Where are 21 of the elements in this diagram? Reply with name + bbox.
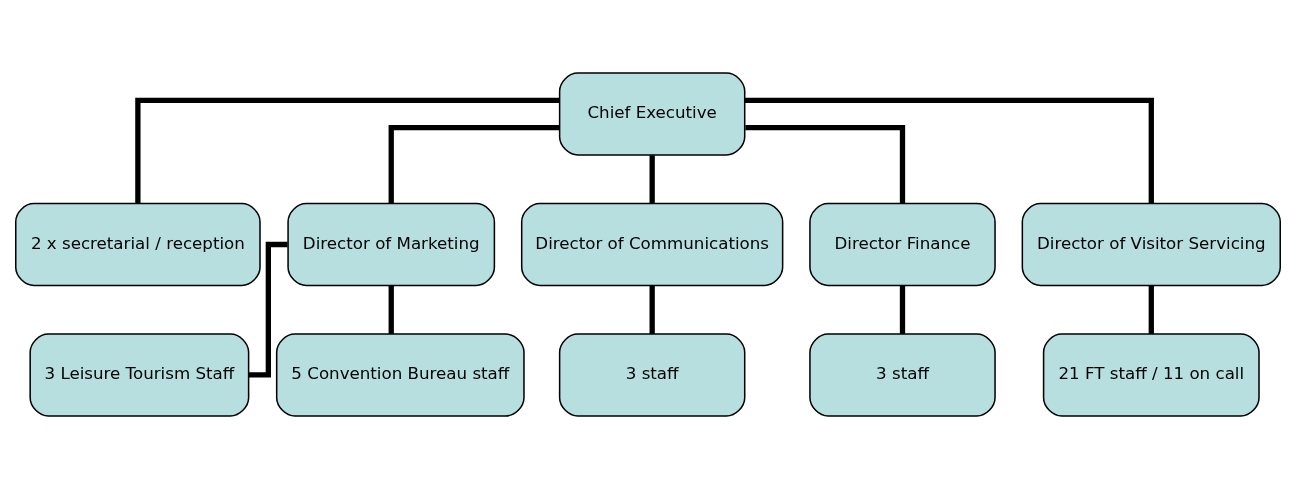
node-box: 3 staff [809, 333, 996, 417]
connector [649, 285, 655, 334]
node-box: Chief Executive [558, 72, 746, 156]
connector [388, 125, 560, 203]
node-box: Director of Communications [520, 202, 784, 287]
connector [649, 155, 655, 204]
connector [1148, 285, 1154, 334]
connector [135, 97, 560, 204]
node-box: 3 Leisure Tourism Staff [29, 333, 250, 417]
node-box: 21 FT staff / 11 on call [1042, 333, 1260, 417]
node-box: Director of Marketing [287, 202, 496, 287]
node-box: 3 staff [558, 333, 746, 417]
node-box: Director of Visitor Servicing [1021, 202, 1281, 287]
connector [388, 285, 394, 334]
connector [744, 97, 1154, 204]
node-box: 2 x secretarial / reception [15, 202, 261, 287]
connector [899, 285, 906, 334]
node-box: 5 Convention Bureau staff [275, 333, 525, 417]
connector [745, 125, 906, 203]
connector [248, 241, 288, 378]
node-box: Director Finance [809, 202, 996, 287]
